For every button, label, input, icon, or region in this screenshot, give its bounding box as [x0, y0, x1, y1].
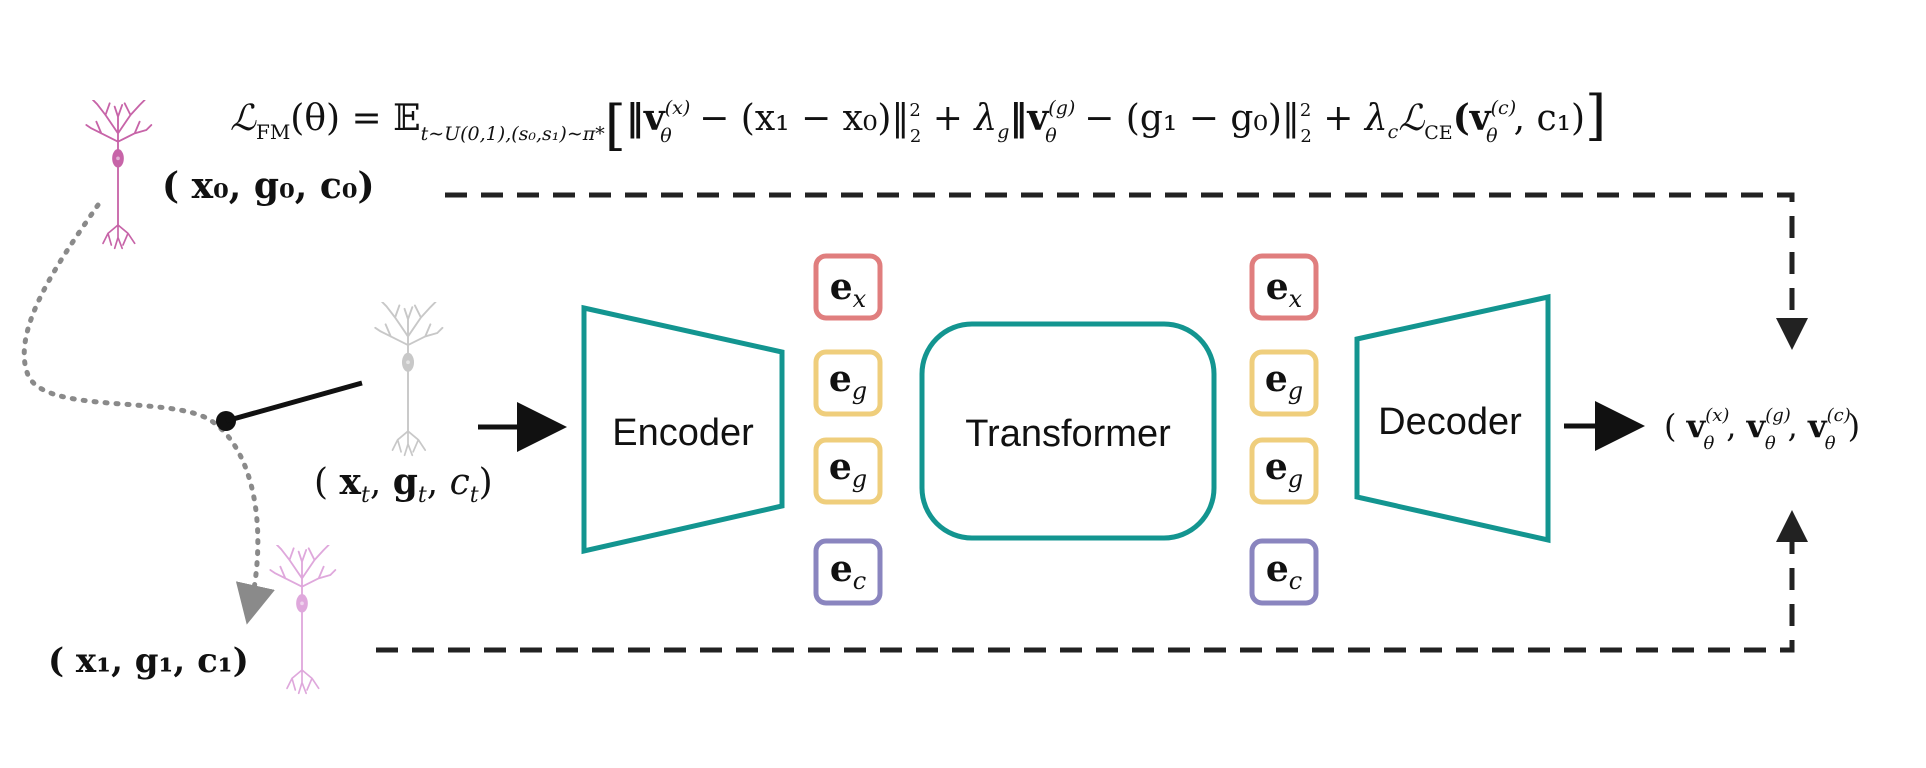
target-state-label: ( x₁, g₁, c₁)	[48, 641, 249, 681]
target-supervision-path	[376, 542, 1795, 653]
token-c-label: ec	[830, 548, 866, 595]
token-c-label: ec	[1266, 548, 1302, 595]
interpolation-path	[21, 202, 275, 625]
token-g-box	[813, 349, 883, 417]
transformer-label: Transformer	[965, 413, 1171, 455]
token-x-box	[813, 253, 883, 321]
encoder-label: Encoder	[612, 412, 754, 454]
source-supervision-path	[445, 192, 1795, 345]
token-x-box	[1249, 253, 1319, 321]
token-c-box	[1249, 538, 1319, 606]
target-neuron-icon	[269, 545, 337, 695]
target-supervision-arrowhead	[1776, 510, 1808, 542]
loss-formula: ℒFM(θ) = 𝔼t∼U(0,1),(s₀,s₁)∼π*[‖v(x)θ − (…	[230, 84, 1606, 157]
token-g-box	[1249, 437, 1319, 505]
token-g-box	[1249, 349, 1319, 417]
source-supervision-arrowhead	[1776, 318, 1808, 350]
transformer-block	[919, 321, 1217, 541]
source-state-label: ( x₀, g₀, c₀)	[162, 165, 375, 207]
token-x-label: ex	[830, 266, 867, 313]
loss-lhs: ℒ	[230, 98, 257, 139]
token-g-label: eg	[829, 446, 867, 493]
token-g-label: eg	[1265, 446, 1303, 493]
source-neuron-icon	[85, 100, 153, 250]
expectation-symbol: 𝔼	[393, 98, 420, 139]
decoder-token-column: ex eg eg ec	[1249, 253, 1319, 606]
decoder-label: Decoder	[1378, 401, 1522, 443]
time-point-connector	[225, 380, 363, 424]
token-g-label: eg	[1265, 358, 1303, 405]
token-x-label: ex	[1266, 266, 1303, 313]
interpolated-neuron-icon	[374, 302, 444, 457]
interp-state-label: ( xt, gt, ct)	[314, 461, 493, 508]
output-velocity-label: ( v(x)θ, v(g)θ, v(c)θ)	[1664, 405, 1860, 454]
decoder-block	[1354, 293, 1551, 544]
token-g-box	[813, 437, 883, 505]
token-c-box	[813, 538, 883, 606]
encoder-block	[581, 304, 785, 555]
token-g-label: eg	[829, 358, 867, 405]
encoder-token-column: ex eg eg ec	[813, 253, 883, 606]
